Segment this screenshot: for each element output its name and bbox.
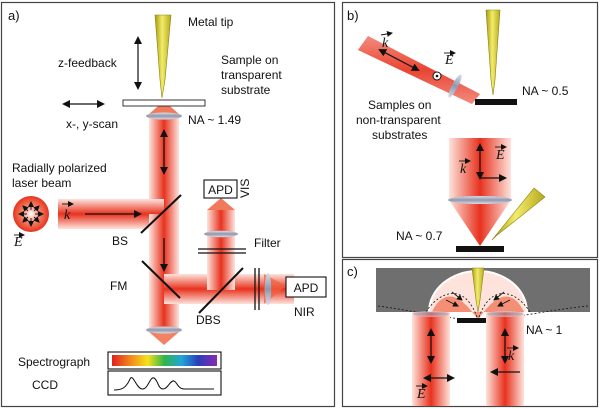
vis-beam	[207, 210, 235, 290]
spectro-focus-cone	[149, 332, 179, 345]
bs-label: BS	[112, 234, 128, 248]
metal-tip-b	[485, 9, 501, 96]
beam-splitter	[140, 194, 182, 234]
xy-scan-label: x-, y-scan	[66, 117, 118, 131]
samples-label-line3: substrates	[372, 128, 427, 142]
transparent-substrate	[122, 99, 206, 107]
spectrograph-label: Spectrograph	[18, 355, 90, 369]
na-05-label: NA ~ 0.5	[522, 84, 569, 98]
dome-dashed-left	[425, 293, 479, 321]
E-vector-label-b2: E	[495, 148, 505, 163]
focus-cone	[149, 101, 179, 114]
na-149-label: NA ~ 1.49	[188, 113, 241, 127]
vis-label: VIS	[238, 179, 252, 198]
oblique-lens	[448, 74, 462, 98]
lens-c-left	[413, 311, 449, 317]
E-vector-label-c: E	[416, 387, 426, 402]
k-vector-label-c: k	[508, 349, 515, 364]
metal-tip-label: Metal tip	[188, 15, 234, 29]
metal-tip-c	[471, 267, 485, 313]
focus-cone-b	[449, 200, 511, 246]
apd-nir-label: APD	[294, 281, 319, 295]
na-07-label: NA ~ 0.7	[396, 229, 443, 243]
k-vector-label-b2: k	[460, 162, 467, 177]
z-feedback-label: z-feedback	[58, 56, 118, 70]
metal-tip	[154, 14, 172, 99]
ccd-spectrum-trace	[113, 377, 214, 391]
apd-vis-box	[203, 179, 238, 199]
apd-vis-label: APD	[208, 183, 233, 197]
sample-block-b2	[456, 246, 504, 252]
fm-label: FM	[110, 279, 127, 293]
sample-label-line3: substrate	[221, 83, 271, 97]
spectrograph-lens	[146, 326, 182, 334]
laser-label-line1: Radially polarized	[12, 161, 107, 175]
k-vector-overarrow-b	[380, 30, 393, 37]
metal-tip-b2	[491, 187, 546, 241]
nir-label: NIR	[294, 305, 315, 319]
flip-mirror	[141, 260, 181, 299]
dome-dashed-right	[477, 293, 531, 321]
radial-polarization-icon	[13, 196, 49, 232]
sample-label-line1: Sample on	[221, 53, 278, 67]
ccd-label: CCD	[32, 378, 58, 392]
k-vector-label-b: k	[382, 36, 389, 51]
dome-field-arrows	[445, 291, 511, 307]
dichroic-beam-splitter	[198, 267, 244, 314]
ccd-box	[107, 370, 222, 396]
vis-lens	[204, 230, 238, 238]
sample-block-c	[457, 318, 499, 323]
gray-mirror-block	[376, 268, 590, 312]
samples-label-line2: non-transparent	[356, 113, 441, 127]
E-vector-label-b: E	[444, 53, 454, 68]
dbs-label: DBS	[196, 313, 221, 327]
vis-focus-cone	[207, 198, 235, 210]
panel-b-label: b)	[347, 8, 359, 23]
panel-c-label: c)	[347, 264, 358, 279]
nir-lens	[264, 273, 272, 305]
spectrum-bar	[112, 355, 217, 366]
laser-label-line2: laser beam	[12, 176, 71, 190]
E-vector-label-a: E	[13, 235, 23, 250]
filter-label: Filter	[254, 236, 281, 250]
na-1-label: NA ~ 1	[526, 323, 563, 337]
apd-nir-box	[285, 276, 327, 298]
oblique-k-arrow	[378, 49, 420, 71]
panel-a-label: a)	[8, 8, 20, 23]
lens-b	[448, 196, 512, 204]
samples-label-line1: Samples on	[368, 98, 431, 112]
e-out-of-plane-dot	[435, 74, 439, 78]
k-vector-label-a: k	[64, 208, 71, 223]
sample-block-b1	[475, 99, 517, 105]
sample-label-line2: transparent	[221, 68, 282, 82]
lens-c-right	[487, 311, 523, 317]
objective-lens	[146, 112, 182, 120]
